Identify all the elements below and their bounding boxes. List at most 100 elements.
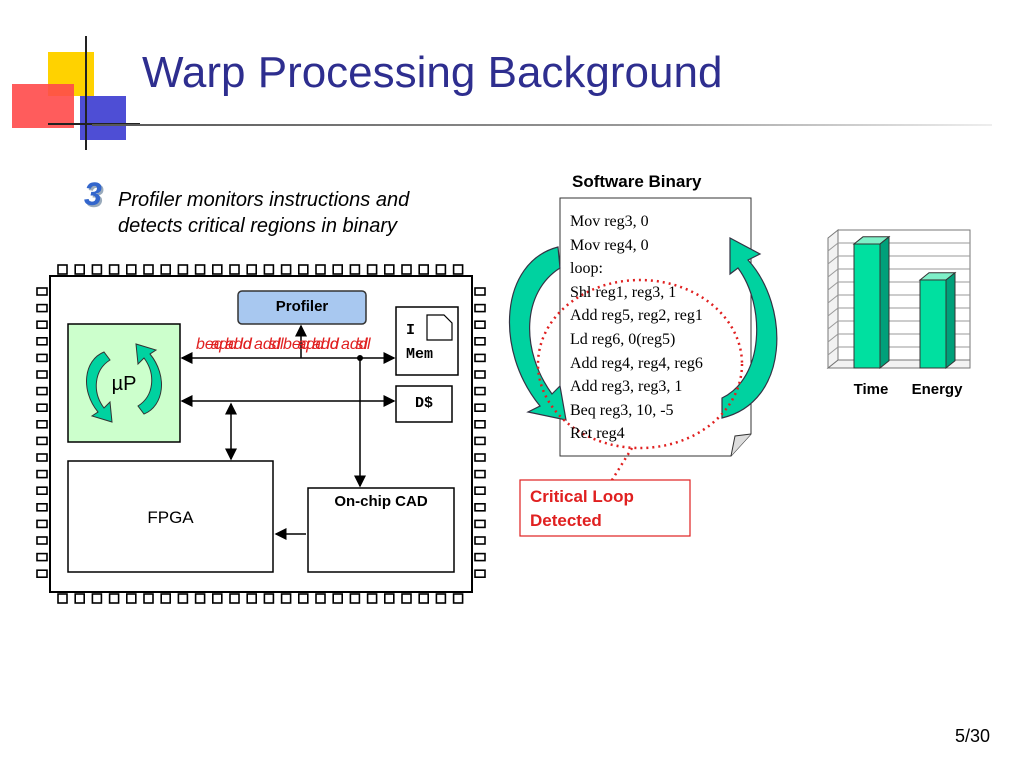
chip-pin bbox=[418, 264, 430, 275]
chip-pin bbox=[474, 320, 486, 330]
chip-pin bbox=[36, 370, 48, 379]
chip-pin bbox=[315, 264, 326, 275]
code-line: Ret reg4 bbox=[570, 425, 625, 443]
chip-pin bbox=[194, 264, 206, 275]
chip-pin bbox=[36, 287, 48, 296]
chart-gridline bbox=[827, 268, 839, 278]
bus-instruction-label: add bbox=[297, 336, 325, 353]
code-line: Mov reg4, 0 bbox=[570, 236, 649, 254]
bus-instruction-label: ld bbox=[326, 336, 339, 353]
chart-gridline bbox=[827, 294, 839, 304]
chip-pin bbox=[280, 264, 292, 275]
chip-pin bbox=[474, 336, 486, 346]
chip-pin bbox=[349, 264, 361, 275]
bar-time bbox=[853, 243, 881, 369]
data-cache-block bbox=[395, 385, 453, 423]
chip-pin bbox=[297, 264, 309, 275]
bar-side-energy bbox=[945, 271, 956, 370]
chip-pin bbox=[366, 264, 378, 275]
chip-pin bbox=[418, 593, 430, 604]
chip-pin bbox=[36, 502, 48, 512]
bus-instruction-label: add bbox=[225, 336, 252, 353]
chip-diagram bbox=[36, 264, 486, 604]
bus-instruction-label: add bbox=[254, 336, 281, 353]
chip-pin bbox=[212, 593, 223, 604]
corner-decoration bbox=[12, 36, 140, 150]
chip-pin bbox=[246, 593, 257, 604]
chip-pin bbox=[401, 264, 412, 275]
chip-pin bbox=[280, 593, 292, 604]
chart-gridline bbox=[827, 281, 839, 291]
decor-blue-square bbox=[80, 96, 126, 140]
chip-pin bbox=[474, 453, 486, 462]
imem-label-line-2: Mem bbox=[406, 346, 434, 363]
bus-instruction-label: add bbox=[341, 336, 368, 353]
code-line: Add reg5, reg2, reg1 bbox=[570, 307, 703, 325]
code-line: Ld reg6, 0(reg5) bbox=[570, 330, 676, 348]
chip-pin bbox=[315, 593, 326, 604]
critical-loop-pointer bbox=[610, 447, 634, 481]
chip-pin bbox=[474, 353, 486, 363]
chip-pin bbox=[474, 403, 486, 413]
chip-pin bbox=[212, 264, 223, 275]
dcache-label: D$ bbox=[414, 395, 433, 412]
chip-pin bbox=[74, 264, 85, 275]
bus-instruction-label: add bbox=[210, 336, 238, 353]
chip-pin bbox=[474, 536, 486, 545]
chip-pin bbox=[126, 264, 137, 275]
bus-instruction-label: beq bbox=[283, 336, 310, 353]
chip-pin bbox=[74, 593, 85, 604]
fpga-block bbox=[67, 460, 274, 573]
chip-pin bbox=[36, 536, 48, 545]
profiler-label: Profiler bbox=[275, 298, 329, 315]
chip-pin bbox=[474, 569, 486, 579]
critical-loop-label-line-2: Detected bbox=[530, 511, 602, 530]
step-number: 3 bbox=[84, 176, 102, 212]
loop-arrow-left bbox=[508, 246, 567, 421]
chip-pin bbox=[177, 593, 189, 604]
chip-pin bbox=[229, 593, 240, 604]
up-cycle-arrow-right bbox=[135, 343, 162, 415]
fpga-label: FPGA bbox=[147, 508, 194, 527]
binary-page-curl bbox=[730, 433, 752, 457]
chip-pin bbox=[36, 403, 48, 413]
chip-pin bbox=[366, 593, 378, 604]
bus-instruction-label: add bbox=[312, 336, 339, 353]
chip-pin bbox=[36, 336, 48, 346]
chip-pin bbox=[36, 436, 48, 446]
chip-pin bbox=[435, 593, 447, 604]
critical-loop-label: Critical Loop Detected bbox=[530, 485, 634, 533]
up-label: µP bbox=[111, 373, 137, 395]
step-text-line-1: Profiler monitors instructions and bbox=[118, 189, 410, 211]
decor-red-square bbox=[12, 84, 74, 128]
chip-pin bbox=[36, 303, 48, 313]
chip-pin bbox=[143, 593, 154, 604]
chip-pin bbox=[57, 264, 68, 275]
chip-pin bbox=[401, 593, 412, 604]
chip-pin bbox=[36, 419, 48, 429]
page-number: 5/30 bbox=[954, 726, 990, 746]
chip-pin bbox=[108, 264, 120, 275]
chip-pin bbox=[474, 303, 486, 313]
chip-pin bbox=[36, 552, 48, 562]
step-text-line-2: detects critical regions in binary bbox=[118, 215, 398, 237]
chart-gridline bbox=[827, 333, 839, 343]
bar-side-time bbox=[879, 235, 890, 370]
chip-pin bbox=[474, 386, 486, 396]
chip-pin bbox=[36, 386, 48, 396]
loop-arrow-right bbox=[721, 237, 778, 419]
chip-pin bbox=[57, 593, 68, 604]
binary-graphics bbox=[508, 197, 778, 537]
step-text: Profiler monitors instructions and detec… bbox=[118, 187, 409, 239]
chart-category-label: Energy bbox=[912, 381, 964, 398]
chip-pin bbox=[349, 593, 361, 604]
chip-pin bbox=[474, 519, 486, 529]
slide-title: Warp Processing Background bbox=[142, 48, 723, 97]
imem-label-line-1: I bbox=[406, 322, 416, 339]
chip-pin bbox=[474, 486, 486, 496]
chip-pin bbox=[332, 264, 344, 275]
code-line: Add reg3, reg3, 1 bbox=[570, 378, 683, 396]
